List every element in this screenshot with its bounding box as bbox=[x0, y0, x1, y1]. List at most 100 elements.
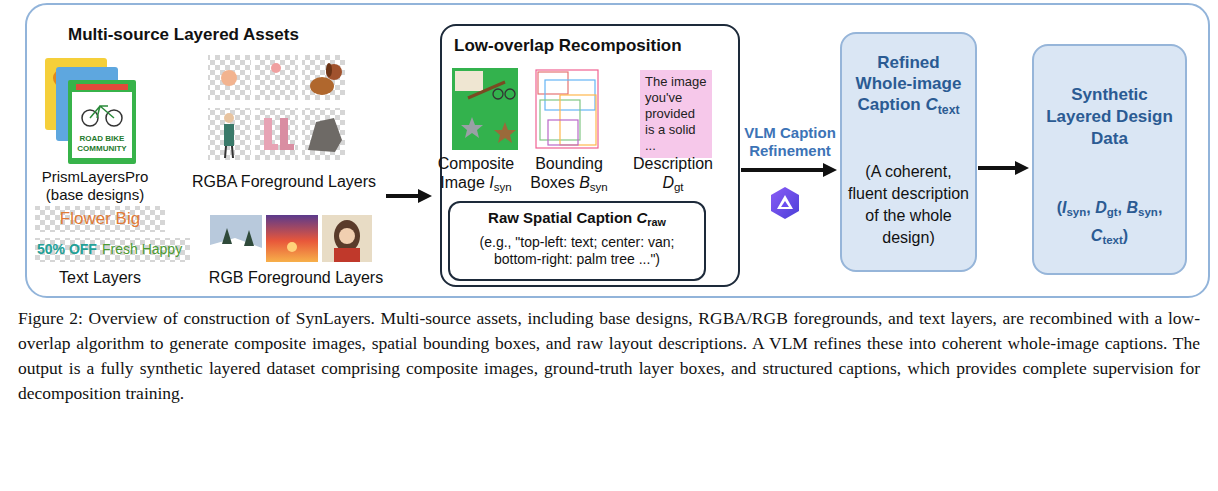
figure-caption: Figure 2: Overview of construction of Sy… bbox=[18, 306, 1200, 406]
composite-image bbox=[494, 122, 516, 143]
rgb-images bbox=[244, 230, 254, 246]
rgba-tiles bbox=[225, 146, 233, 158]
text-run: (A coherent, fluent description of the w… bbox=[848, 163, 969, 246]
rgb-images bbox=[222, 228, 232, 244]
caption-box: Raw Spatial Caption Craw(e.g., "top-left… bbox=[448, 201, 706, 281]
edge-label: VLM Caption Refinement bbox=[742, 124, 838, 160]
rgb-images bbox=[266, 215, 318, 262]
text-run: C bbox=[1091, 227, 1103, 244]
flow-arrow bbox=[978, 166, 1015, 170]
box-body: (A coherent, fluent description of the w… bbox=[848, 161, 969, 249]
text-run: ROAD BIKE bbox=[80, 134, 125, 143]
rgba-tiles bbox=[208, 55, 251, 100]
composite-image bbox=[452, 68, 518, 150]
section-panel: Multi-source Layered AssetsLow-overlap R… bbox=[25, 3, 1210, 298]
panel-heading: Low-overlap Recomposition bbox=[454, 36, 682, 56]
box-heading: Synthetic Layered Design Data bbox=[1040, 84, 1179, 150]
text-run: syn bbox=[590, 182, 608, 194]
section-heading: Multi-source Layered Assets bbox=[68, 25, 299, 45]
text-run: ) bbox=[1123, 227, 1128, 244]
text-run: COMMUNITY bbox=[77, 144, 126, 153]
composite-image bbox=[493, 89, 503, 99]
text-run: syn bbox=[1138, 206, 1158, 218]
composite-image bbox=[505, 89, 515, 99]
image-label: Composite Image Isyn bbox=[430, 154, 522, 195]
text-run: B bbox=[579, 174, 590, 191]
text-run: Low-overlap Recomposition bbox=[454, 36, 682, 55]
text-run: Figure 2: Overview of construction of Sy… bbox=[18, 308, 1200, 403]
composite-image bbox=[455, 71, 483, 91]
text-run: , bbox=[1118, 199, 1127, 216]
box-heading: Refined Whole-image Caption Ctext bbox=[848, 52, 969, 121]
text-layer-sample: Fresh Happy bbox=[102, 241, 190, 258]
text-run: Multi-source Layered Assets bbox=[68, 25, 299, 44]
prism-cards bbox=[76, 84, 128, 90]
text-run: text bbox=[1102, 235, 1122, 247]
text-run: I bbox=[489, 174, 493, 191]
text-run: PrismLayersPro (base designs) bbox=[42, 168, 149, 203]
text-run: D bbox=[1095, 199, 1107, 216]
rgba-tiles bbox=[302, 55, 345, 100]
text-run: C bbox=[636, 209, 647, 226]
composite-image bbox=[461, 117, 483, 138]
design-text: ROAD BIKE bbox=[72, 134, 132, 144]
text-layer-strips bbox=[35, 206, 190, 262]
box-heading: Raw Spatial Caption Craw bbox=[458, 208, 696, 232]
rgb-images bbox=[210, 215, 262, 262]
text-run: C bbox=[925, 95, 937, 114]
prism-cards bbox=[90, 106, 114, 118]
rgba-tiles bbox=[326, 64, 342, 80]
asset-label: PrismLayersPro (base designs) bbox=[36, 168, 154, 204]
rgb-images bbox=[210, 215, 372, 262]
bounding-boxes bbox=[538, 72, 568, 94]
box-body: (e.g., "top-left: text; center: van; bot… bbox=[458, 234, 696, 268]
rgb-images bbox=[287, 242, 297, 252]
bounding-boxes bbox=[536, 70, 598, 148]
text-run: Fresh Happy bbox=[102, 241, 182, 257]
text-run: gt bbox=[674, 182, 684, 194]
rgb-images bbox=[339, 228, 355, 244]
prism-cards bbox=[72, 92, 132, 158]
rgba-tiles bbox=[255, 55, 298, 100]
composite-image bbox=[452, 68, 518, 150]
text-run: B bbox=[1126, 199, 1138, 216]
rgb-images bbox=[210, 238, 262, 262]
asset-label: Text Layers bbox=[40, 268, 160, 287]
image-label: Bounding Boxes Bsyn bbox=[523, 154, 615, 195]
rgba-tiles bbox=[224, 124, 234, 146]
rgba-tiles bbox=[208, 108, 251, 160]
text-run: (e.g., "top-left: text; center: van; bot… bbox=[480, 234, 675, 267]
text-run: syn bbox=[1066, 206, 1086, 218]
text-run: text bbox=[938, 103, 960, 117]
composite-image bbox=[468, 82, 505, 98]
text-run: Text Layers bbox=[59, 269, 141, 286]
text-run: 50% OFF bbox=[37, 241, 97, 257]
text-run: Flower Big bbox=[60, 209, 140, 228]
box-body: (Isyn, Dgt, Bsyn, Ctext) bbox=[1040, 196, 1179, 253]
text-layer-strips bbox=[35, 206, 165, 232]
rgb-images bbox=[334, 220, 360, 252]
text-run: I bbox=[1062, 199, 1066, 216]
output-box: Synthetic Layered Design Data (Isyn, Dgt,… bbox=[1032, 44, 1187, 275]
text-run: , bbox=[1086, 199, 1095, 216]
rgba-tiles bbox=[255, 108, 298, 160]
text-run: Raw Spatial Caption bbox=[488, 209, 636, 226]
vlm-logo bbox=[777, 195, 793, 209]
text-run: syn bbox=[494, 182, 512, 194]
description-text: The image you've provided is a solid ... bbox=[645, 74, 707, 154]
text-run: The image you've provided is a solid ... bbox=[645, 74, 706, 153]
asset-arrow bbox=[386, 194, 418, 198]
rgba-tiles bbox=[308, 118, 342, 152]
text-run: gt bbox=[1107, 206, 1118, 218]
text-layer-sample: Flower Big bbox=[35, 207, 165, 231]
rgba-tiles bbox=[208, 55, 345, 160]
process-box: Refined Whole-image Caption Ctext (A cohe… bbox=[840, 32, 977, 272]
bounding-boxes bbox=[548, 120, 578, 145]
text-run: , bbox=[1158, 199, 1162, 216]
asset-arrow bbox=[386, 196, 418, 197]
bounding-boxes bbox=[535, 68, 600, 150]
vlm-logo bbox=[771, 187, 799, 219]
text-run: Synthetic Layered Design Data bbox=[1046, 85, 1173, 148]
rgb-images bbox=[322, 215, 372, 262]
